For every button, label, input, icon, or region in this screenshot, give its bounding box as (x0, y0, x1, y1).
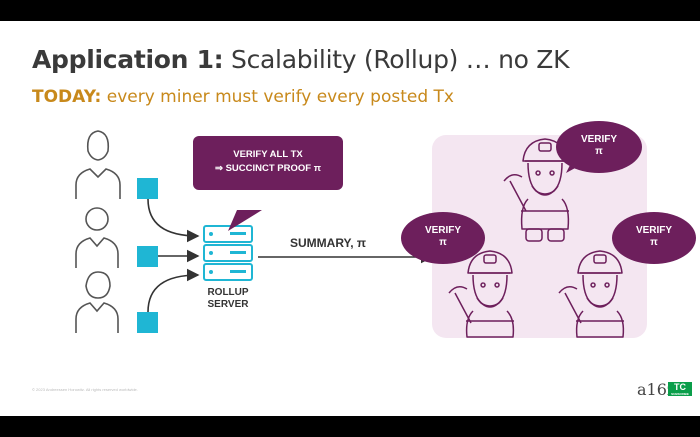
transaction-square-icon (137, 178, 158, 199)
tc-logo: TC (674, 382, 686, 392)
rollup-bubble-line1: VERIFY ALL TX (233, 149, 303, 160)
miner-icon (503, 138, 570, 242)
server-stack-icon (203, 225, 253, 281)
summary-label: SUMMARY, π (290, 236, 367, 250)
rollup-bubble: VERIFY ALL TX ⇒ SUCCINCT PROOF π (193, 136, 343, 190)
copyright-footer: © 2023 Andreessen Horowitz. All rights r… (32, 387, 138, 392)
a16z-logo: a16z (637, 380, 676, 399)
subscribe-badge[interactable]: TC SUBSCRIBE (668, 382, 692, 396)
transaction-square-icon (137, 312, 158, 333)
slide: Application 1: Scalability (Rollup) … no… (0, 21, 700, 416)
verify-bubble (401, 212, 485, 264)
slide-title: Application 1: Scalability (Rollup) … no… (32, 45, 570, 74)
subscribe-text: SUBSCRIBE (671, 392, 689, 396)
miner-icon (448, 250, 515, 338)
user-icon (75, 130, 121, 199)
slide-subtitle: TODAY: every miner must verify every pos… (32, 87, 454, 107)
diagram (75, 121, 696, 338)
user-icon (75, 207, 119, 268)
verify-bubble (556, 121, 642, 173)
miner-icon (558, 250, 625, 338)
arrow-tx1-to-server (147, 198, 200, 243)
transaction-square-icon (137, 246, 158, 267)
rollup-bubble-tail (228, 210, 262, 231)
rollup-bubble-line2: ⇒ SUCCINCT PROOF π (214, 163, 321, 174)
server-label: ROLLUP SERVER (207, 287, 249, 310)
arrow-tx3-to-server (147, 268, 200, 313)
user-icon (75, 271, 119, 333)
verify-bubble (612, 212, 696, 264)
